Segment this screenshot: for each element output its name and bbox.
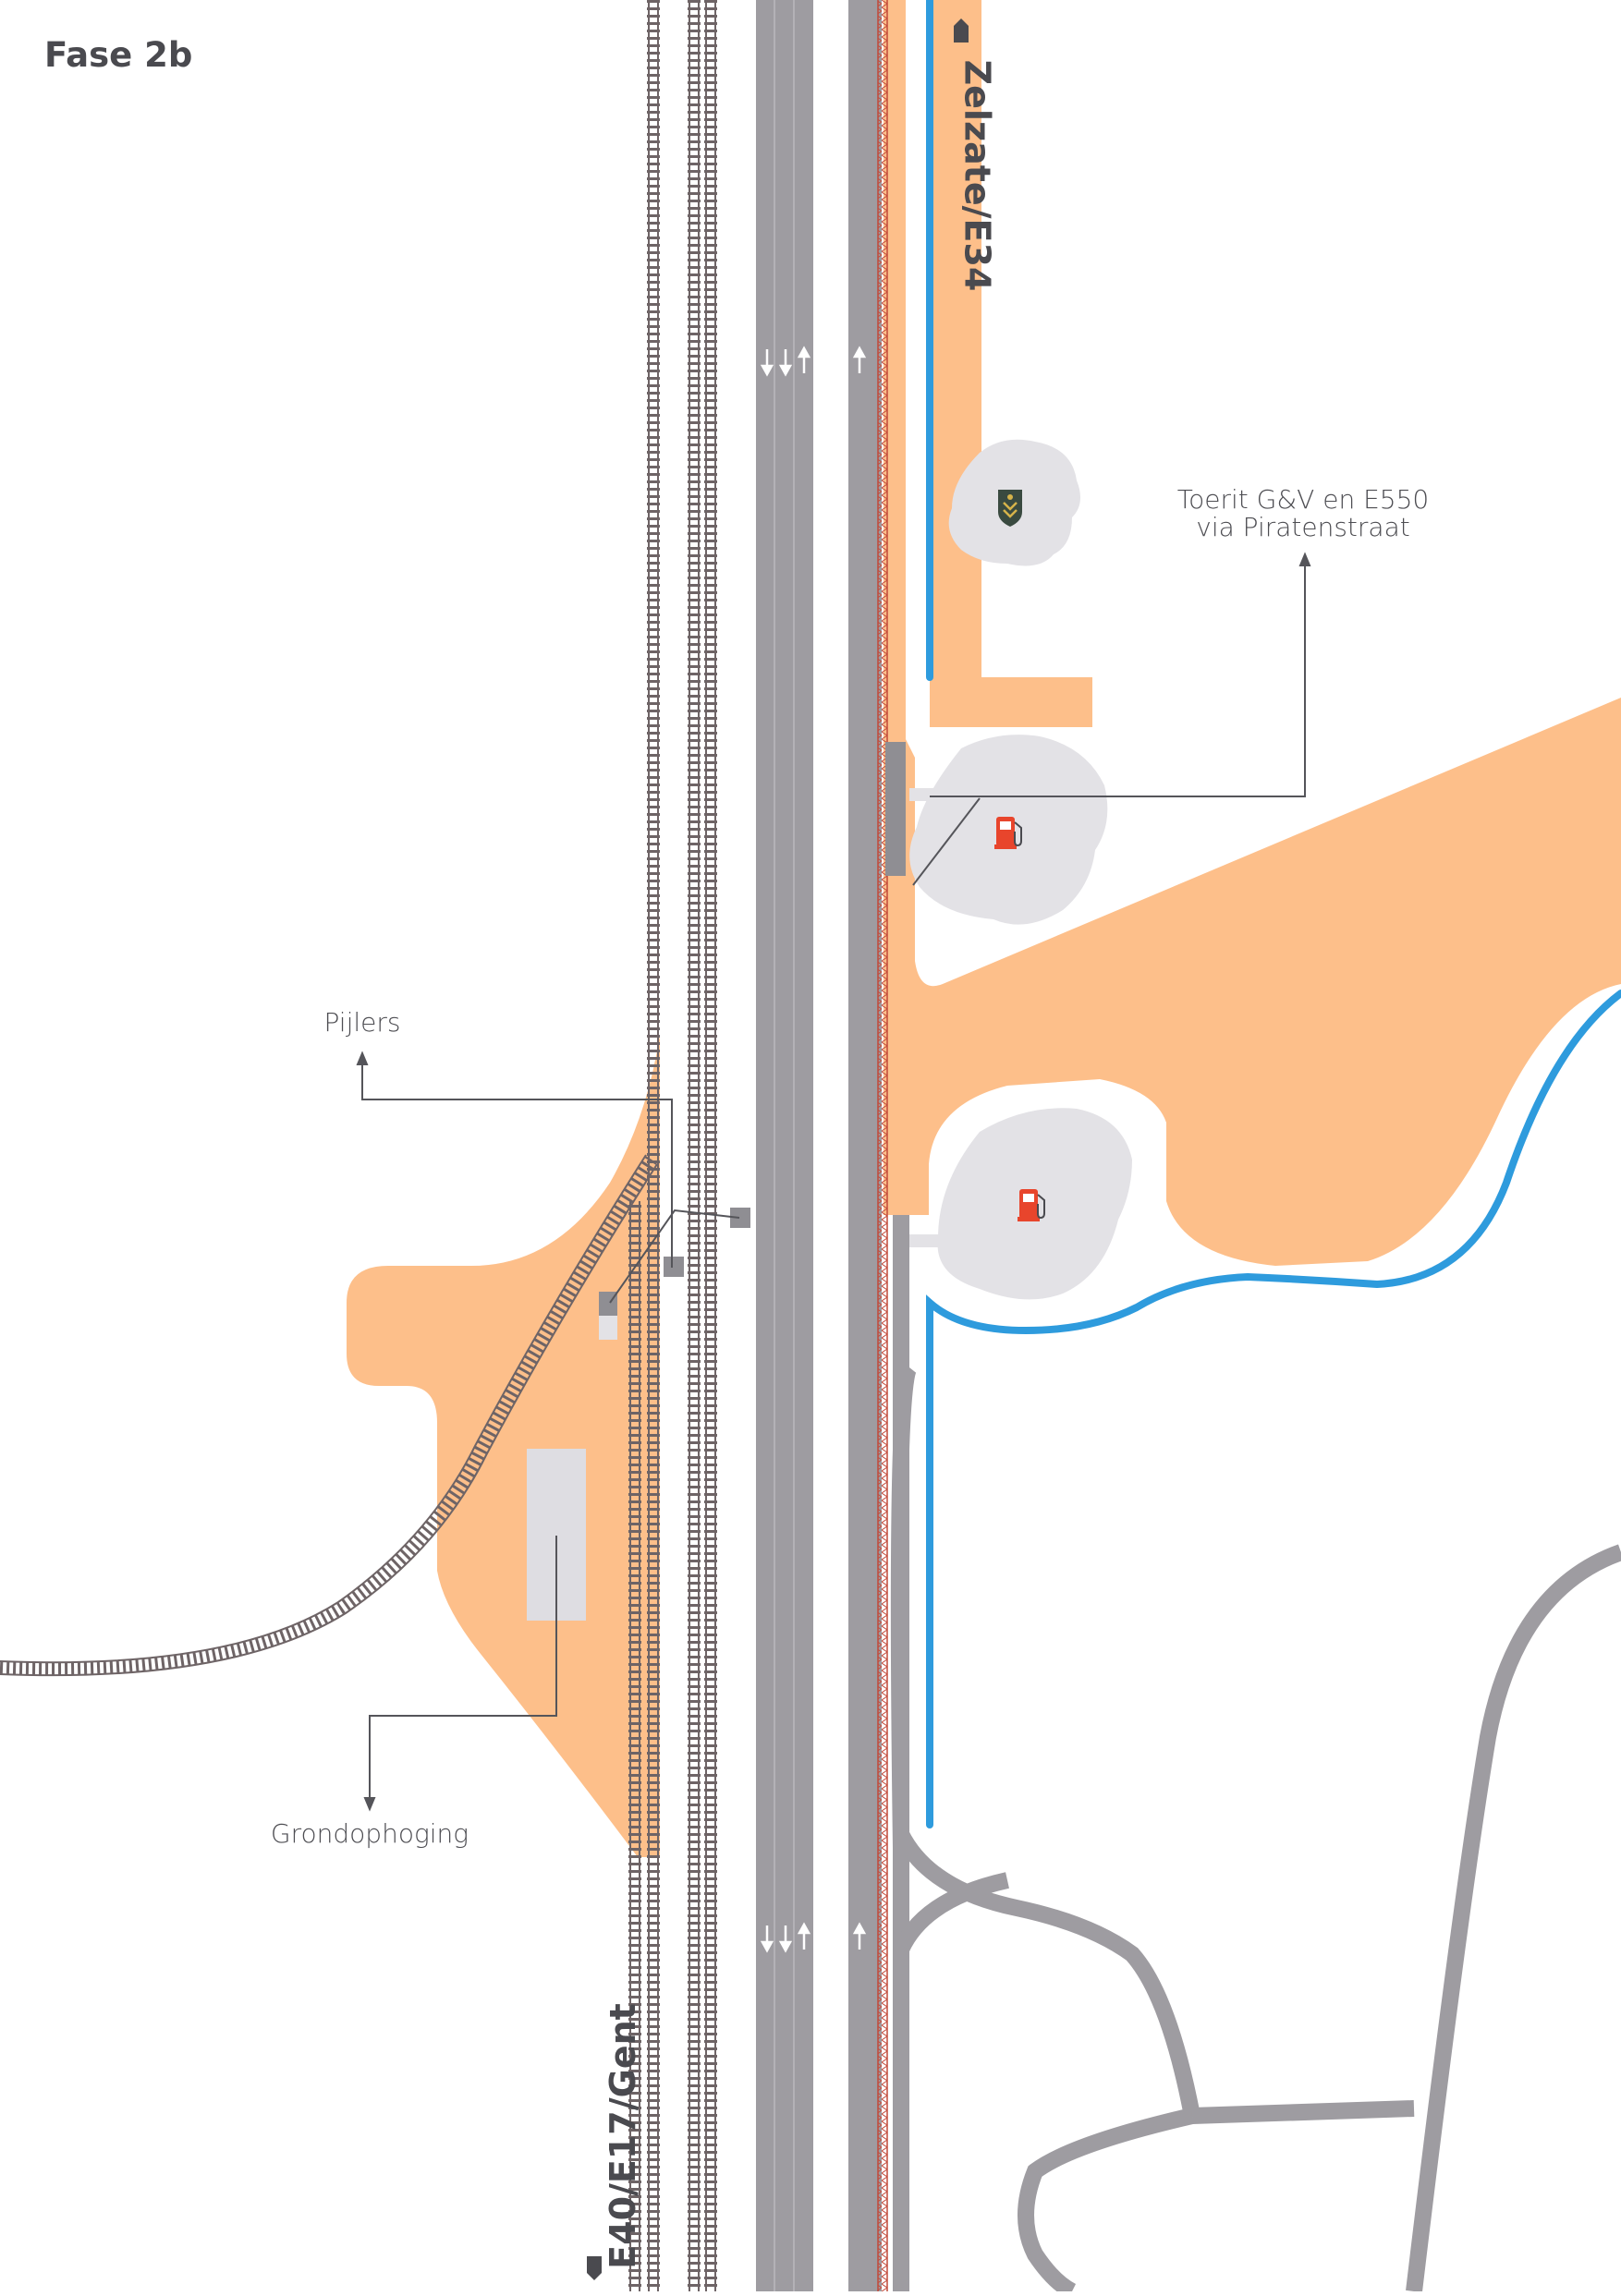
police-badge-icon	[998, 490, 1022, 527]
page-title: Fase 2b	[44, 35, 193, 75]
road-name-north: Zelzate/E34	[957, 59, 998, 292]
fuel-pump-icon	[994, 817, 1022, 849]
road-name-south: E40/E17/Gent	[602, 2003, 643, 2269]
label-toerit: Toerit G&V en E550 via Piratenstraat	[1146, 486, 1460, 541]
callout-lines	[356, 552, 1311, 1812]
waterways	[926, 0, 1621, 1828]
label-grondophoging: Grondophoging	[270, 1818, 469, 1849]
label-toerit-line2: via Piratenstraat	[1196, 512, 1410, 542]
label-toerit-line1: Toerit G&V en E550	[1176, 484, 1430, 515]
highway-carriageways	[756, 0, 909, 2291]
secondary-roads	[890, 788, 1621, 2296]
lane-direction-arrows-icon	[760, 346, 867, 1953]
railway-lines	[0, 0, 717, 2291]
fuel-pump-icon	[1018, 1189, 1045, 1221]
work-zone-west	[347, 1035, 660, 1857]
direction-marker-south	[587, 2256, 602, 2280]
direction-marker-north	[954, 18, 969, 43]
label-pijlers: Pijlers	[323, 1007, 401, 1038]
